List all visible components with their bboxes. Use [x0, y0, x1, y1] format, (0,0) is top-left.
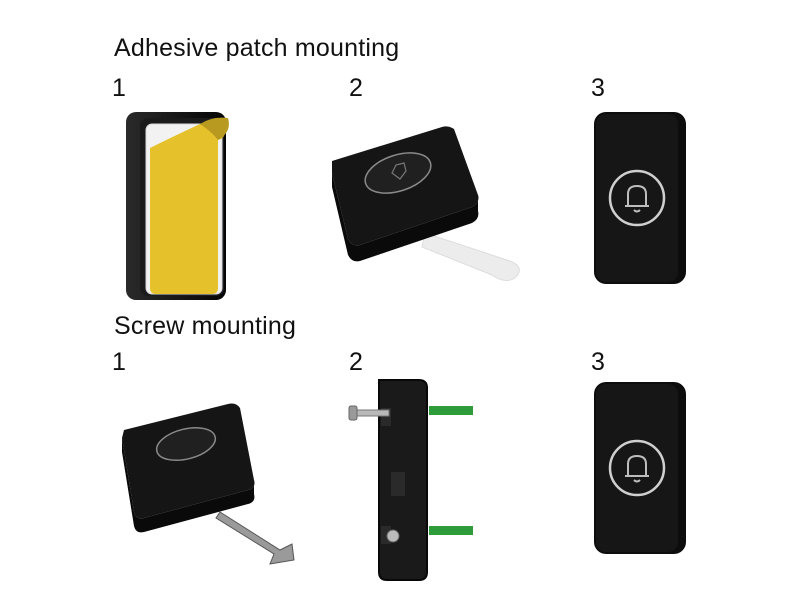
step-number: 2: [349, 74, 363, 102]
button-ring: [155, 426, 217, 462]
screw-icon: [348, 405, 390, 421]
step-number: 3: [591, 74, 605, 102]
step-number: 3: [591, 348, 605, 376]
screwdriver: [215, 511, 295, 565]
button-with-yellow-adhesive-peeling-icon: [120, 108, 235, 304]
step-number: 2: [349, 348, 363, 376]
button-opened-with-screwdriver-icon: [120, 402, 300, 567]
doorbell-button-front-icon: [592, 380, 688, 556]
button-ring: [608, 169, 666, 227]
device-body: [122, 403, 255, 519]
section-title-adhesive: Adhesive patch mounting: [114, 34, 400, 62]
bell-icon: [625, 454, 649, 483]
bell-icon: [625, 184, 649, 213]
button-ring: [608, 439, 666, 497]
section-title-screw: Screw mounting: [114, 312, 297, 340]
wall-anchor: [429, 406, 473, 415]
step-number: 1: [112, 348, 126, 376]
doorbell-button-front-icon: [592, 110, 688, 286]
back-plate-with-screw-and-wall-anchors-icon: [345, 376, 475, 588]
button-ring: [364, 152, 432, 194]
adhesive-patch: [150, 122, 226, 294]
step-number: 1: [112, 74, 126, 102]
wall-anchor: [429, 526, 473, 535]
button-with-pull-tab-icon: [330, 125, 525, 290]
